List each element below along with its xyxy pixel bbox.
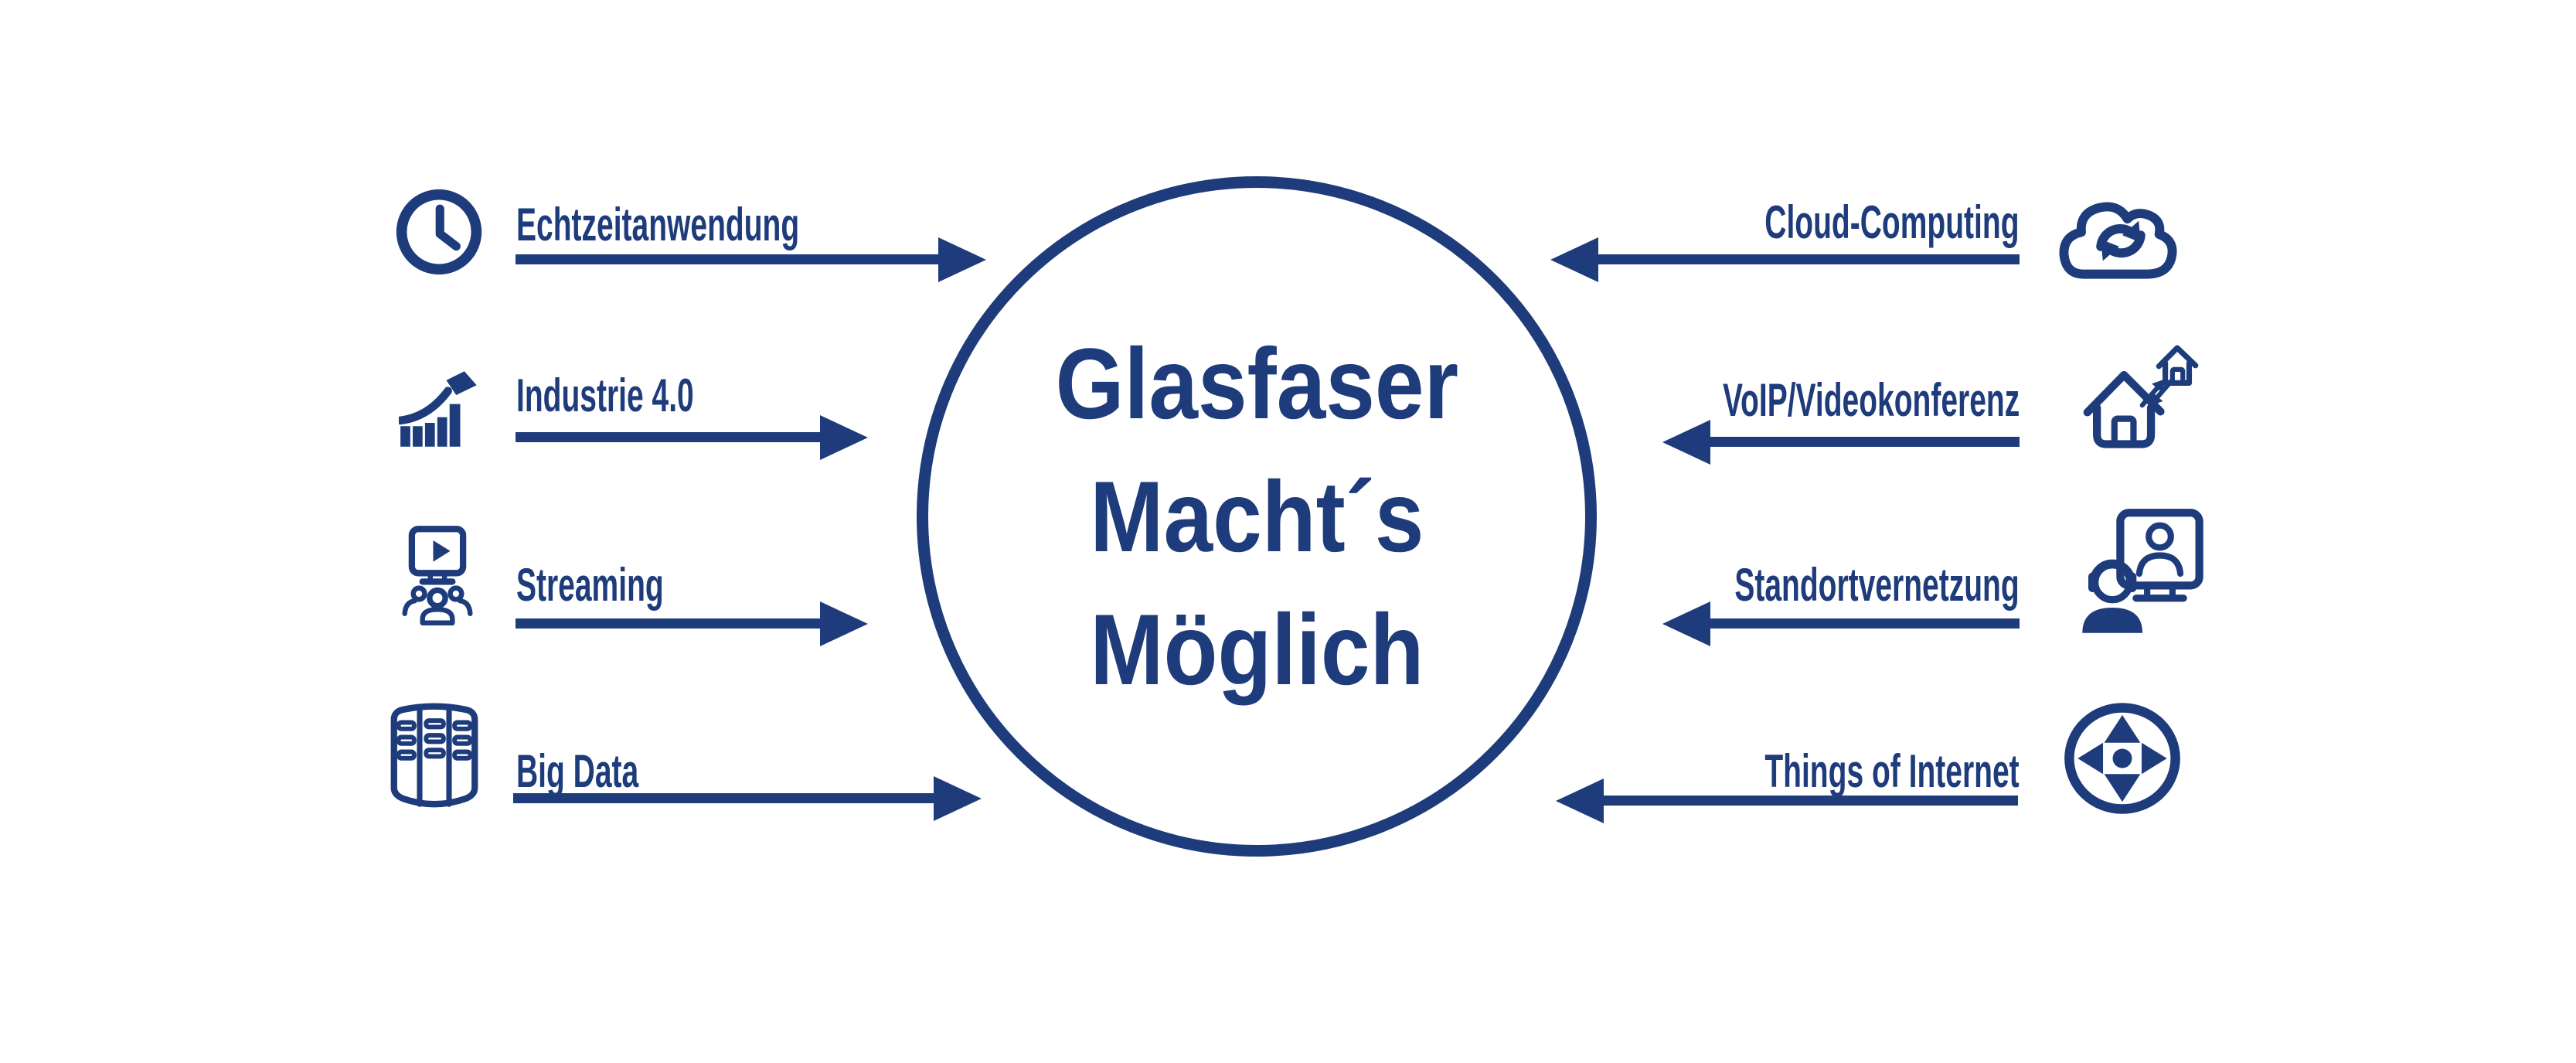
arrow-voip: [1710, 437, 2020, 447]
server-rack-icon: [388, 700, 481, 818]
arrow-cloud: [1598, 254, 2020, 264]
iot-compass-icon: [2062, 696, 2183, 821]
arrow-things-of-internet: [1603, 796, 2018, 806]
label-voip: VoIP/Videokonferenz: [1722, 374, 2020, 426]
video-call-icon: [2071, 506, 2212, 639]
label-echtzeitanwendung: Echtzeitanwendung: [516, 199, 800, 250]
cloud-sync-icon: [2047, 178, 2195, 288]
arrow-streaming: [516, 618, 821, 629]
label-streaming: Streaming: [516, 559, 664, 611]
clock-icon: [391, 184, 487, 280]
connected-houses-icon: [2065, 332, 2204, 470]
label-standortvernetzung: Standortvernetzung: [1734, 559, 2020, 611]
title-line-3: Möglich: [1089, 593, 1424, 706]
label-things-of-internet: Things of Internet: [1764, 745, 2020, 797]
arrow-standortvernetzung: [1710, 618, 2020, 629]
growth-chart-icon: [399, 368, 481, 450]
title-line-2: Macht´s: [1089, 460, 1424, 573]
label-bigdata: Big Data: [516, 745, 639, 797]
page-title: Glasfaser Macht´s Möglich: [1055, 317, 1458, 716]
label-industrie: Industrie 4.0: [516, 370, 694, 421]
label-cloud: Cloud-Computing: [1764, 196, 2020, 248]
title-line-1: Glasfaser: [1055, 327, 1458, 440]
arrow-bigdata: [513, 793, 934, 803]
central-circle: Glasfaser Macht´s Möglich: [917, 176, 1597, 857]
arrow-echtzeitanwendung: [516, 254, 939, 264]
arrow-industrie: [516, 432, 821, 442]
streaming-audience-icon: [402, 523, 473, 629]
